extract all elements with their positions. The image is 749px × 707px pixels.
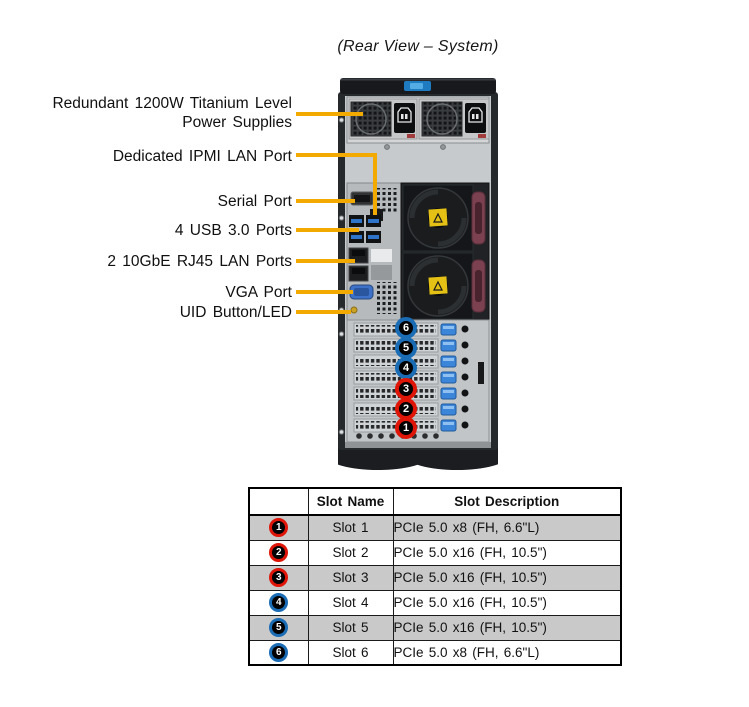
callout-vga: VGA Port (225, 284, 292, 301)
slot-latches (440, 323, 457, 432)
leader-line-ipmi-vertical (373, 153, 377, 215)
slot-table-header-name: Slot Name (307, 487, 394, 516)
slot-description-cell: PCIe 5.0 x16 (FH, 10.5") (392, 564, 622, 591)
callout-lan: 2 10GbE RJ45 LAN Ports (107, 253, 292, 270)
fan-bottom (402, 252, 474, 320)
server-rear-diagram (338, 78, 498, 470)
leader-line-uid (296, 310, 351, 314)
callout-usb: 4 USB 3.0 Ports (174, 222, 292, 239)
psu-right (418, 98, 490, 140)
callout-ipmi: Dedicated IPMI LAN Port (112, 148, 292, 165)
slot-description-cell: PCIe 5.0 x8 (FH, 6.6"L) (392, 514, 622, 541)
slot-number-badge: 6 (395, 317, 417, 339)
slot-number-badge: 1 (395, 417, 417, 439)
callout-psu: Redundant 1200W Titanium Level Power Sup… (52, 94, 292, 132)
slot-number-badge: 2 (269, 543, 289, 562)
slot-badge-cell: 3 (248, 564, 309, 591)
slot-name-cell: Slot 5 (307, 614, 394, 641)
slot-number-badge: 3 (395, 378, 417, 400)
fan-handles (471, 191, 486, 313)
vga-port (349, 284, 374, 300)
fan-warning-label (428, 276, 448, 295)
leader-line-psu (296, 112, 363, 116)
usb-ports (349, 215, 381, 243)
slot-table-row: 1 Slot 1 PCIe 5.0 x8 (FH, 6.6"L) (248, 514, 622, 541)
slot-badge-cell: 4 (248, 589, 309, 616)
psu-left (348, 98, 418, 140)
callout-serial: Serial Port (217, 193, 292, 210)
vent-grid-top (376, 188, 398, 213)
slot-number-badge: 1 (269, 518, 289, 538)
slot-table-row: 4 Slot 4 PCIe 5.0 x16 (FH, 10.5") (248, 589, 622, 616)
slot-number-badge: 5 (269, 618, 289, 637)
fan-warning-label (428, 208, 448, 227)
leader-line-ipmi (296, 153, 377, 157)
slot-badge-cell: 6 (248, 639, 309, 666)
fan-modules (400, 182, 490, 321)
slot-brackets (353, 322, 439, 433)
expansion-slots (346, 319, 490, 443)
leader-line-serial (296, 199, 355, 203)
slot-description-cell: PCIe 5.0 x16 (FH, 10.5") (392, 589, 622, 616)
slot-number-badge: 3 (269, 568, 289, 587)
slot-table-header-row: Slot Name Slot Description (248, 487, 622, 516)
slot-screw-holes (461, 325, 469, 429)
slot-table: Slot Name Slot Description 1 Slot 1 PCIe… (248, 487, 622, 666)
slot-table-row: 6 Slot 6 PCIe 5.0 x8 (FH, 6.6"L) (248, 639, 622, 666)
top-latch (404, 81, 431, 91)
slot-number-badge: 4 (269, 593, 289, 612)
slot-name-cell: Slot 2 (307, 539, 394, 566)
leader-line-lan (296, 259, 355, 263)
leader-line-vga (296, 290, 353, 294)
lan-ports (348, 247, 392, 282)
slot-table-row: 5 Slot 5 PCIe 5.0 x16 (FH, 10.5") (248, 614, 622, 641)
figure-title: (Rear View – System) (337, 38, 499, 55)
vent-grid-bottom (376, 282, 398, 314)
leader-line-usb (296, 228, 359, 232)
slot-badge-cell: 5 (248, 614, 309, 641)
slot-table-header-desc: Slot Description (392, 487, 622, 516)
slot-description-cell: PCIe 5.0 x16 (FH, 10.5") (392, 614, 622, 641)
slot-badge-cell: 2 (248, 539, 309, 566)
callout-psu-line2: Power Supplies (182, 114, 292, 131)
slot-name-cell: Slot 4 (307, 589, 394, 616)
uid-button (350, 306, 358, 314)
slot-name-cell: Slot 1 (307, 514, 394, 541)
slot-name-cell: Slot 6 (307, 639, 394, 666)
chassis-bottom-edge (345, 442, 491, 448)
slot-table-header-badge (248, 487, 309, 516)
slot-badge-cell: 1 (248, 514, 309, 541)
slot-number-badge: 6 (269, 642, 289, 662)
callout-uid: UID Button/LED (179, 304, 292, 321)
power-supplies (346, 96, 490, 150)
slot-number-badge: 5 (395, 337, 417, 359)
slot-description-cell: PCIe 5.0 x16 (FH, 10.5") (392, 539, 622, 566)
slot-number-badge: 4 (395, 357, 417, 379)
slot-description-cell: PCIe 5.0 x8 (FH, 6.6"L) (392, 639, 622, 666)
slot-table-row: 3 Slot 3 PCIe 5.0 x16 (FH, 10.5") (248, 564, 622, 591)
slot-table-row: 2 Slot 2 PCIe 5.0 x16 (FH, 10.5") (248, 539, 622, 566)
fan-top (402, 184, 474, 252)
callout-psu-line1: Redundant 1200W Titanium Level (52, 95, 292, 112)
slot-name-cell: Slot 3 (307, 564, 394, 591)
